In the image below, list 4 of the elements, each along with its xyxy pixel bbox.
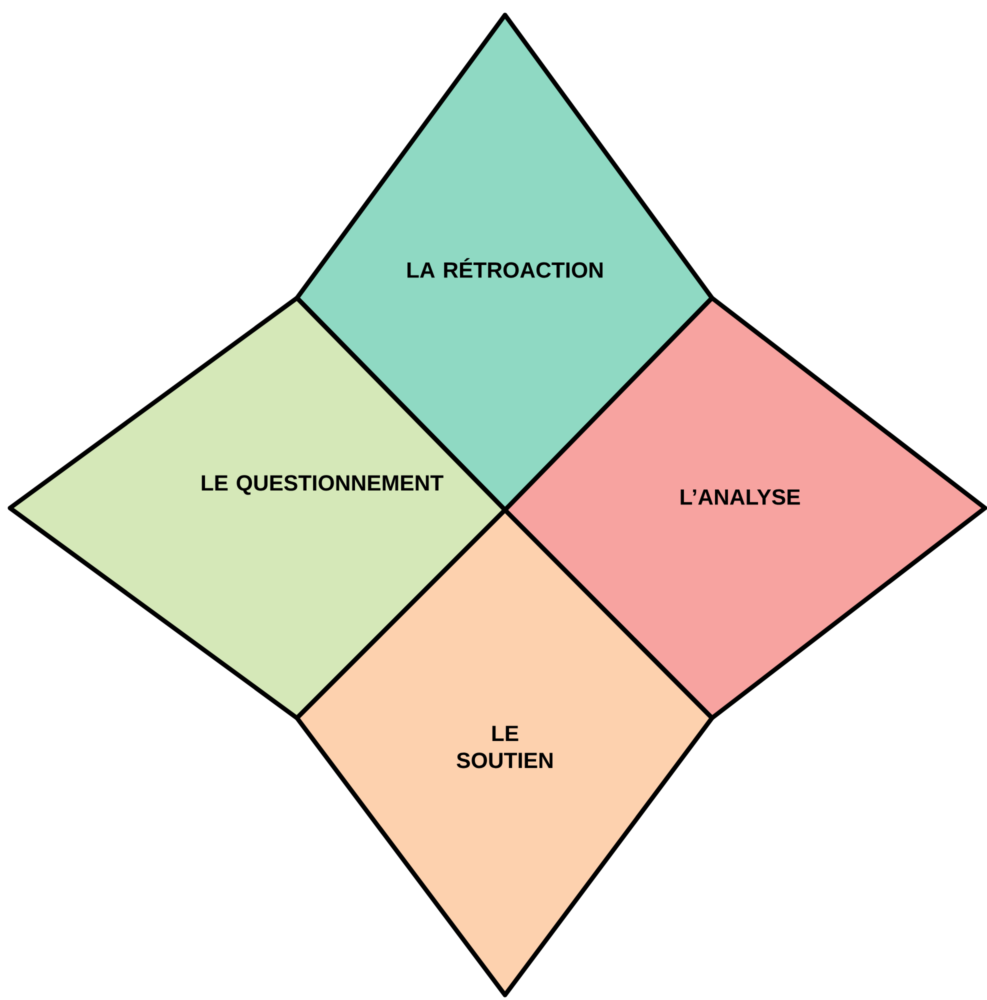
kite-label: L’ANALYSE bbox=[680, 489, 800, 505]
kite-label: LE SOUTIEN bbox=[456, 726, 552, 768]
kite-label: LE QUESTIONNEMENT bbox=[202, 475, 444, 495]
kite-label: LA RÉTROACTION bbox=[408, 258, 603, 278]
